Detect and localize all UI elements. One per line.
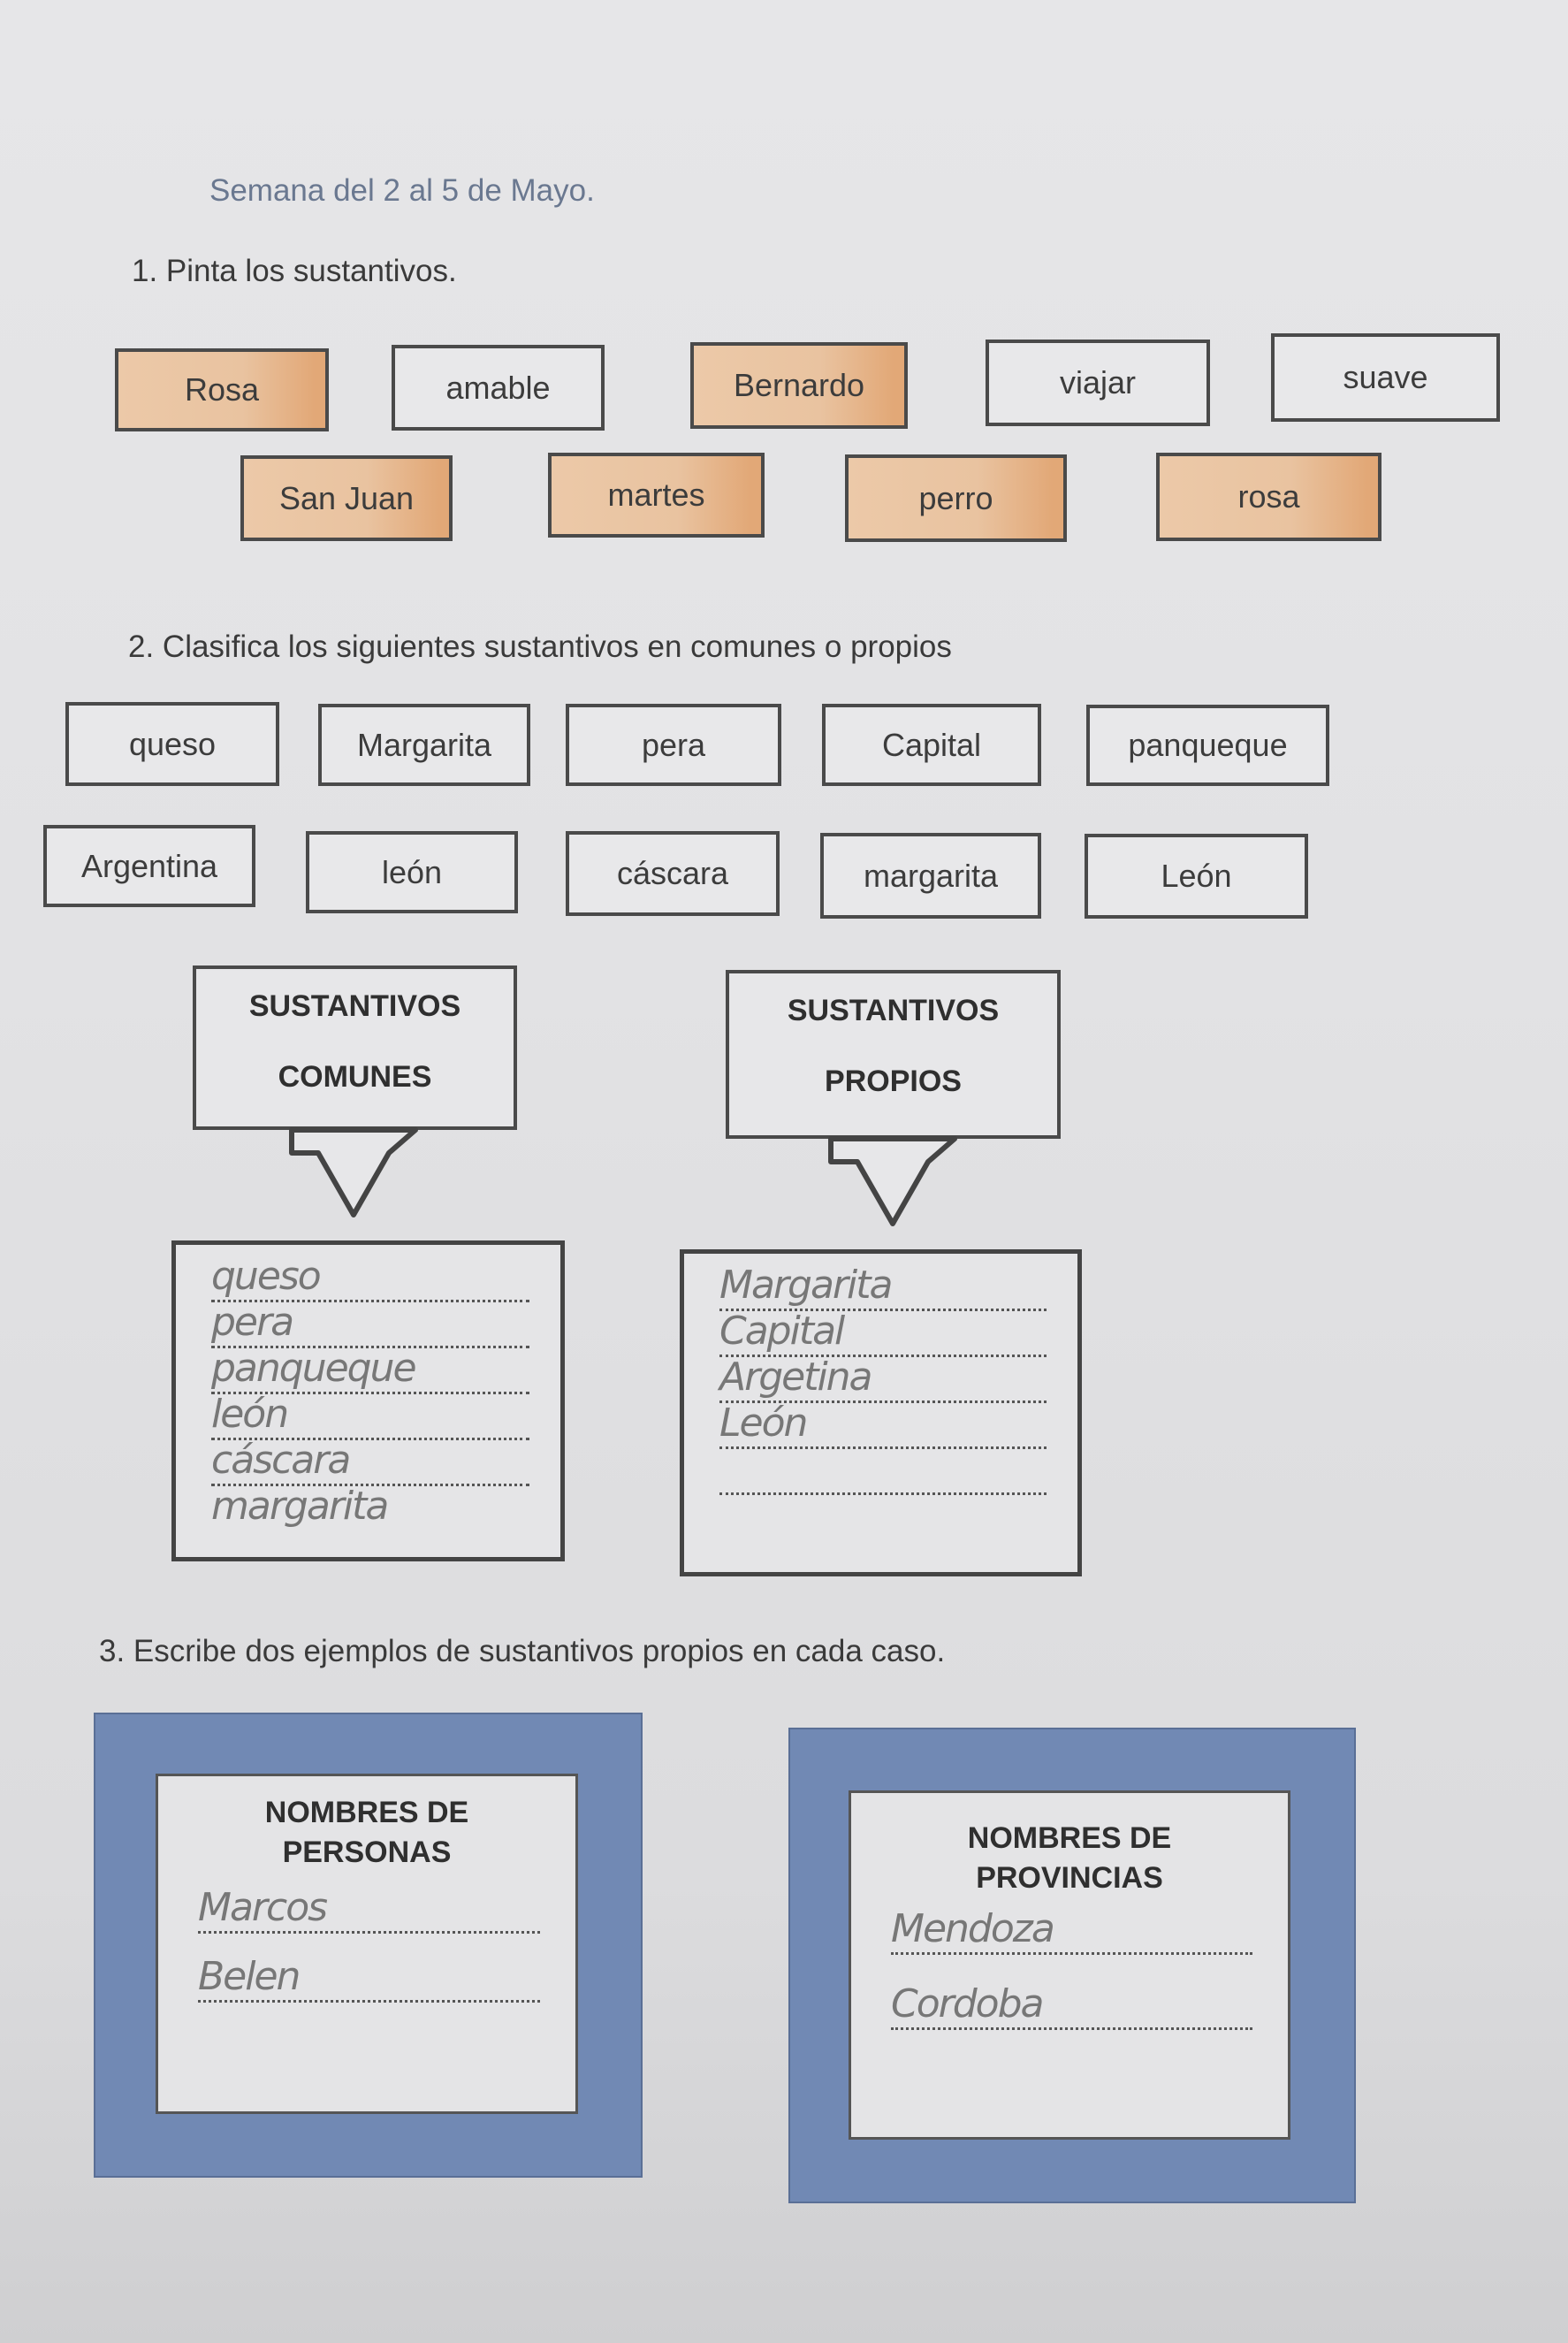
handwritten-answer: Cordoba (891, 1981, 1044, 2026)
provincias-header-line2: PROVINCIAS (976, 1861, 1163, 1895)
personas-header-line2: PERSONAS (282, 1835, 452, 1869)
dotted-answer-line (719, 1309, 1047, 1311)
dotted-answer-line (211, 1346, 529, 1348)
exercise3-instruction: 3. Escribe dos ejemplos de sustantivos p… (99, 1634, 946, 1668)
word-box[interactable]: panqueque (1086, 705, 1329, 786)
dotted-answer-line (719, 1355, 1047, 1357)
dotted-answer-line (211, 1392, 529, 1394)
dotted-answer-line (198, 2000, 540, 2003)
handwritten-answer: león (211, 1392, 289, 1437)
word-box[interactable]: suave (1271, 333, 1500, 422)
dotted-answer-line (198, 1931, 540, 1934)
word-box[interactable]: San Juan (240, 455, 453, 541)
propios-header: SUSTANTIVOS PROPIOS (726, 970, 1061, 1139)
propios-header-line2: PROPIOS (825, 1065, 962, 1098)
handwritten-answer: Marcos (198, 1885, 328, 1930)
word-box[interactable]: León (1085, 834, 1308, 919)
word-box[interactable]: viajar (986, 340, 1210, 426)
comunes-header: SUSTANTIVOS COMUNES (193, 965, 517, 1130)
handwritten-answer: Capital (719, 1309, 845, 1354)
word-box[interactable]: margarita (820, 833, 1041, 919)
dotted-answer-line (719, 1400, 1047, 1403)
dotted-answer-line (719, 1446, 1047, 1449)
exercise1-instruction: 1. Pinta los sustantivos. (132, 254, 457, 288)
word-box[interactable]: rosa (1156, 453, 1382, 541)
personas-header-line1: NOMBRES DE (264, 1796, 469, 1829)
word-box[interactable]: Argentina (43, 825, 255, 907)
word-box[interactable]: amable (392, 345, 605, 431)
word-box[interactable]: queso (65, 702, 279, 786)
word-box[interactable]: cáscara (566, 831, 780, 916)
handwritten-answer: queso (211, 1254, 322, 1299)
comunes-header-line1: SUSTANTIVOS (248, 989, 461, 1023)
word-box[interactable]: martes (548, 453, 765, 538)
propios-arrow-icon (828, 1136, 957, 1226)
exercise2-instruction: 2. Clasifica los siguientes sustantivos … (128, 630, 952, 664)
handwritten-answer: Margarita (719, 1263, 893, 1308)
word-box[interactable]: Rosa (115, 348, 329, 431)
handwritten-answer: cáscara (211, 1438, 351, 1483)
dotted-answer-line (719, 1492, 1047, 1495)
dotted-answer-line (891, 2027, 1252, 2030)
comunes-header-line2: COMUNES (278, 1060, 432, 1094)
word-box[interactable]: león (306, 831, 518, 913)
handwritten-answer: Mendoza (891, 1906, 1055, 1951)
handwritten-answer: margarita (211, 1484, 389, 1529)
comunes-arrow-icon (289, 1127, 418, 1217)
word-box[interactable]: Bernardo (690, 342, 908, 429)
word-box[interactable]: Capital (822, 704, 1041, 786)
handwritten-answer: León (719, 1400, 808, 1446)
word-box[interactable]: pera (566, 704, 781, 786)
provincias-header-line1: NOMBRES DE (967, 1821, 1172, 1855)
handwritten-answer: pera (211, 1300, 294, 1345)
propios-header-line1: SUSTANTIVOS (787, 994, 1000, 1027)
handwritten-answer: Belen (198, 1954, 301, 1999)
word-box[interactable]: Margarita (318, 704, 530, 786)
handwritten-answer: Argetina (719, 1355, 873, 1400)
handwritten-answer: panqueque (211, 1346, 417, 1391)
dotted-answer-line (891, 1952, 1252, 1955)
dotted-answer-line (211, 1484, 529, 1486)
worksheet-title: Semana del 2 al 5 de Mayo. (209, 173, 595, 208)
word-box[interactable]: perro (845, 454, 1067, 542)
dotted-answer-line (211, 1300, 529, 1302)
dotted-answer-line (211, 1438, 529, 1440)
